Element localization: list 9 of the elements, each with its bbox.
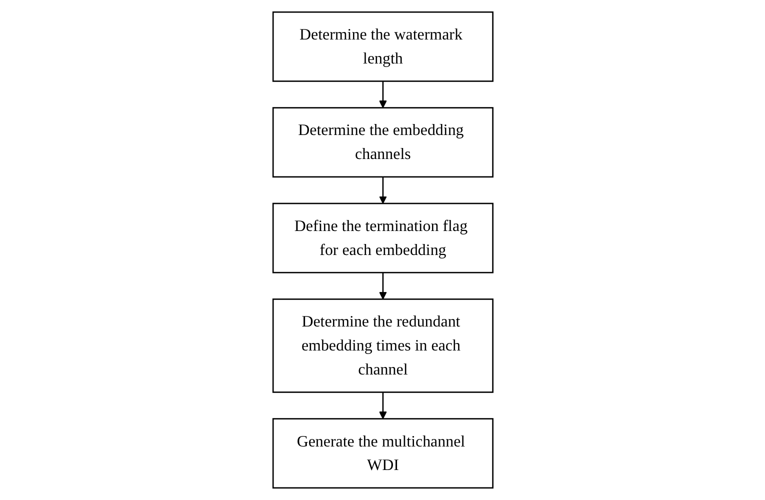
arrow: [378, 81, 386, 108]
node-box: Determine the redundant embedding times in each channel: [272, 298, 494, 393]
node-box: Determine the embedding channels: [272, 107, 494, 178]
node-box: Generate the multichannel WDI: [272, 418, 494, 489]
arrow: [378, 272, 386, 300]
node-box: Define the termination flag for each embedding: [272, 202, 494, 274]
arrow: [378, 176, 386, 204]
node-box: Determine the watermark length: [272, 11, 494, 82]
arrow: [378, 392, 386, 420]
